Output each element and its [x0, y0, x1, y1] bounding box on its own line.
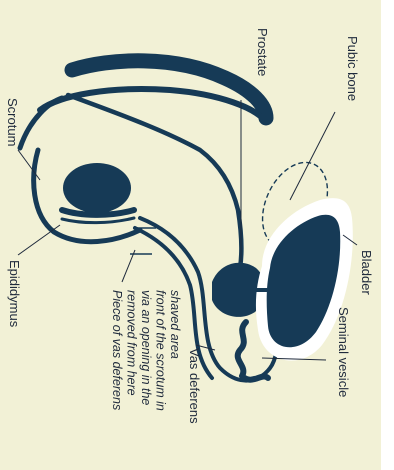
anatomy-diagram: Pubic bone Prostate Scrotum Bladder Semi…	[0, 0, 381, 470]
label-pubic-bone: Pubic bone	[345, 36, 360, 101]
diagram-panel: Pubic bone Prostate Scrotum Bladder Semi…	[0, 0, 381, 470]
label-prostate: Prostate	[255, 28, 270, 76]
penis-shape	[20, 61, 266, 268]
leader-pubic-bone	[290, 112, 335, 200]
label-vas-deferens: Vas deferens	[187, 348, 202, 424]
testis-shape	[63, 163, 131, 213]
note-line: front of the scrotum in	[154, 290, 168, 411]
label-bladder: Bladder	[359, 250, 374, 295]
note-line: shaved area	[168, 290, 182, 359]
procedure-note: Piece of vas deferens removed from here …	[110, 290, 182, 411]
label-seminal-vesicle: Seminal vesicle	[336, 307, 351, 397]
note-line: Piece of vas deferens	[110, 290, 124, 410]
leader-epididymus	[18, 225, 60, 255]
note-line: via an opening in the	[139, 290, 153, 405]
label-scrotum: Scrotum	[5, 98, 20, 146]
leader-piece-note	[122, 250, 135, 282]
note-line: removed from here	[125, 290, 139, 396]
label-epididymus: Epididymus	[7, 260, 22, 328]
